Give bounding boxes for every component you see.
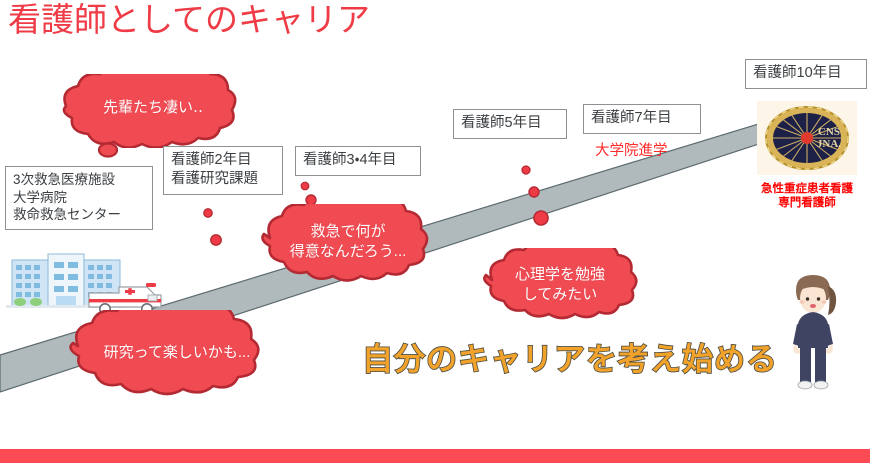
thought-bubble-kyukyu: 救急で何が 得意なんだろう...: [238, 204, 458, 286]
thought-bubble-senpai: 先輩たち凄い‥: [28, 74, 278, 148]
cns-jna-badge: CNS JNA.: [757, 101, 857, 175]
badge-line1-text: CNS: [818, 126, 840, 138]
grad-school-annotation: 大学院進学: [595, 143, 668, 159]
milestone-box-year34[interactable]: 看護師3・4年目: [295, 146, 421, 176]
milestone-box-year5[interactable]: 看護師5年目: [453, 109, 567, 139]
milestone-box-facility[interactable]: 3次救急医療施設 大学病院 救命救急センター: [5, 166, 153, 230]
milestone-box-year7[interactable]: 看護師7年目: [583, 104, 701, 134]
thought-bubble-senpai-tail: [97, 142, 119, 158]
career-caption: 自分のキャリアを考え始める: [361, 341, 778, 378]
thought-bubble-kenkyu: 研究って楽しいかも...: [40, 310, 314, 396]
hospital-building-illustration: [6, 253, 126, 308]
thought-bubble-shinri: 心理学を勉強 してみたい: [462, 248, 658, 324]
thought-bubble-shinri-text: 心理学を勉強 してみたい: [514, 266, 605, 303]
thought-bubble-kenkyu-text: 研究って楽しいかも...: [103, 344, 251, 361]
bottom-accent-bar: [0, 449, 870, 463]
thought-bubble-kyukyu-text: 救急で何が 得意なんだろう...: [289, 223, 407, 260]
page-title: 看護師としてのキャリア: [8, 1, 371, 38]
milestone-box-year10[interactable]: 看護師10年目: [745, 59, 867, 89]
certification-annotation: 急性重症患者看護 専門看護師: [761, 183, 853, 209]
ambulance-illustration: [88, 283, 162, 315]
badge-line2-text: JNA.: [817, 138, 841, 150]
nurse-figure-illustration: [793, 275, 837, 390]
milestone-box-year2[interactable]: 看護師2年目 看護研究課題: [163, 146, 283, 195]
thought-bubble-senpai-text: 先輩たち凄い‥: [102, 99, 203, 116]
